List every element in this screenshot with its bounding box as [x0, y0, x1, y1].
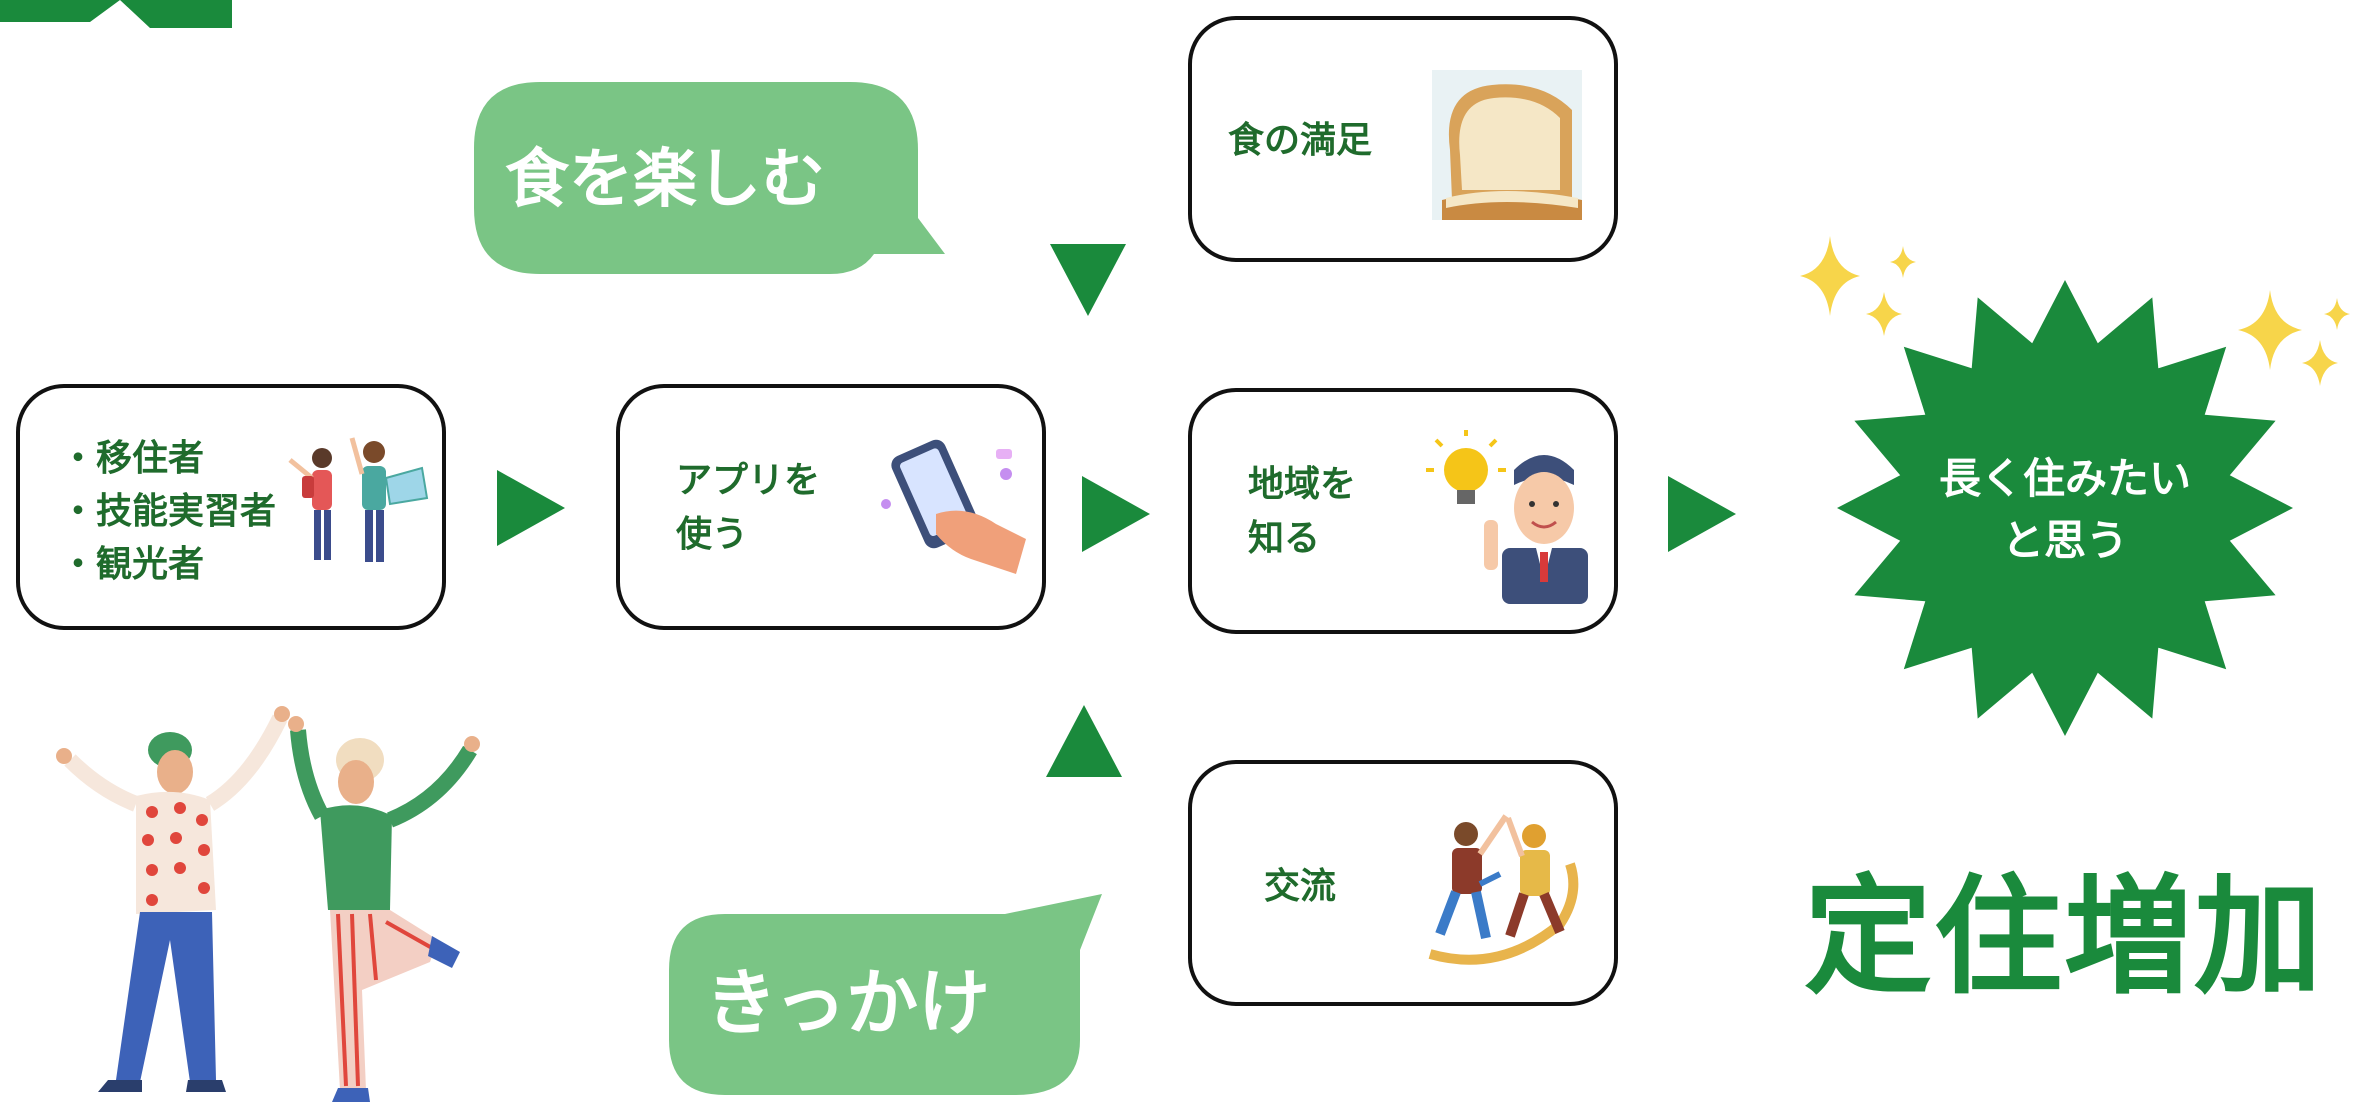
know-region-box: 地域を 知る — [1188, 388, 1618, 634]
know-region-label: 地域を 知る — [1248, 464, 1357, 559]
food-box: 食の満足 — [1188, 16, 1618, 262]
food-label: 食の満足 — [1228, 120, 1373, 161]
result-text: 定住増加 — [1804, 863, 2325, 1012]
smartphone-icon — [881, 439, 1026, 574]
sparkle-icon — [1800, 236, 1860, 316]
use-app-box: アプリを 使う — [616, 384, 1046, 630]
exchange-box: 交流 — [1188, 760, 1618, 1006]
sparkle-icon — [1890, 246, 1916, 278]
arrow-up-icon — [1046, 705, 1122, 777]
sparkle-icon — [2302, 340, 2338, 386]
audience-item: 観光者 — [60, 538, 276, 591]
use-app-label: アプリを 使う — [676, 460, 821, 555]
audience-item: 移住者 — [60, 432, 276, 485]
exchange-label: 交流 — [1264, 866, 1337, 907]
audience-item: 技能実習者 — [60, 485, 276, 538]
bubble-bottom-text: きっかけ — [705, 961, 991, 1045]
sparkle-icon — [1866, 292, 1902, 336]
corner-decoration — [0, 0, 232, 28]
arrow-right-icon — [1668, 476, 1736, 552]
starburst-shape — [1837, 280, 2293, 736]
starburst-polygon — [1837, 280, 2293, 736]
arrow-right-icon — [497, 470, 565, 546]
speech-bubble-top — [474, 82, 945, 274]
sparkle-icon — [2238, 290, 2302, 370]
handshake-people-icon — [1428, 814, 1579, 965]
burst-text: 長く住みたい と思う — [1938, 454, 2191, 565]
bread-icon — [1432, 70, 1582, 220]
sparkle-icon — [2324, 298, 2350, 330]
lightbulb-person-icon — [1426, 430, 1588, 604]
arrow-down-icon — [1050, 244, 1126, 316]
travelers-icon — [288, 437, 429, 562]
audience-box: 移住者 技能実習者 観光者 — [16, 384, 446, 630]
audience-list: 移住者 技能実習者 観光者 — [60, 432, 276, 591]
dancing-people-icon — [56, 706, 480, 1102]
arrow-right-icon — [1082, 476, 1150, 552]
bubble-top-text: 食を楽しむ — [505, 143, 825, 217]
speech-bubble-bottom — [669, 894, 1102, 1095]
